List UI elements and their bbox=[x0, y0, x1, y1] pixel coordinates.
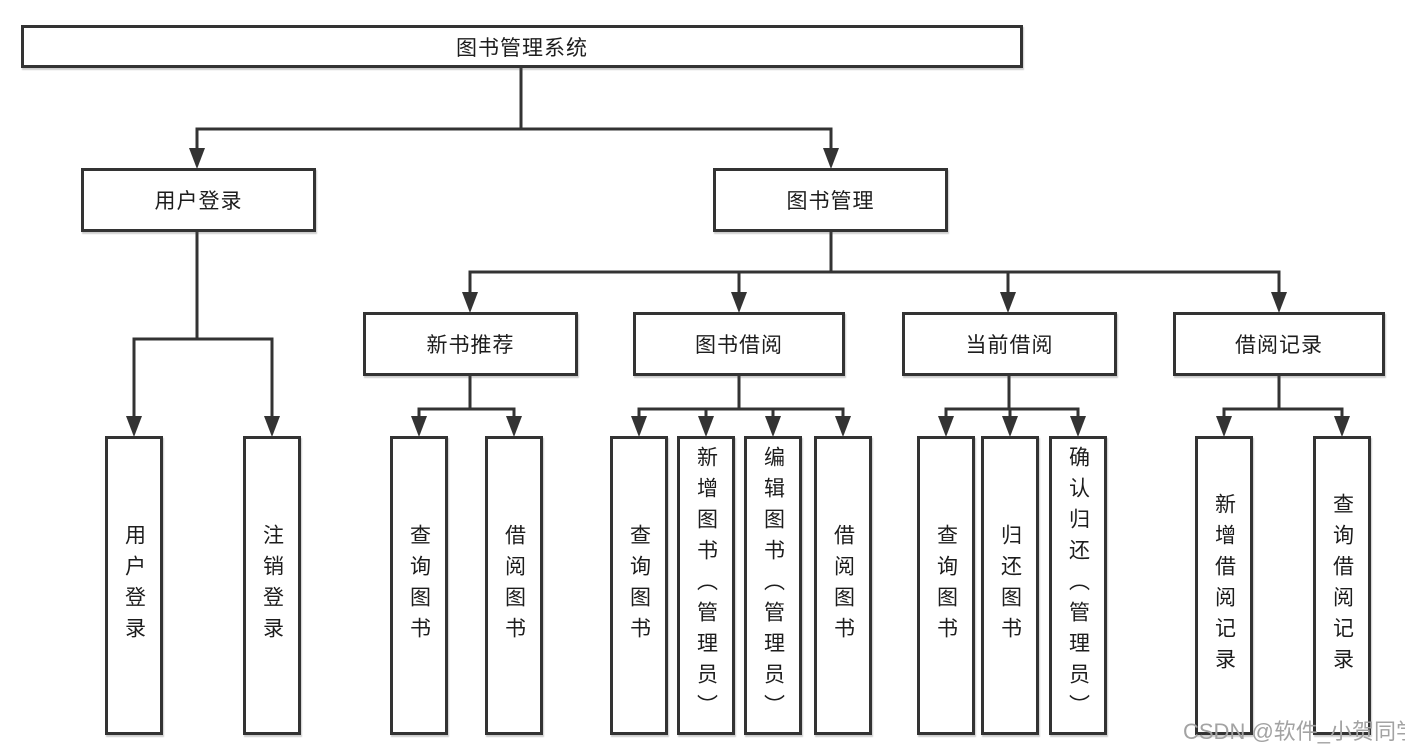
leaf-borrowing-edit-books-admin-label: 编辑图书（管理员） bbox=[761, 446, 785, 725]
leaf-newbook-borrow-books-label: 借阅图书 bbox=[502, 523, 526, 648]
leaf-records-add-record-label: 新增借阅记录 bbox=[1212, 492, 1236, 679]
leaf-current-return-books: 归还图书 bbox=[981, 436, 1039, 735]
node-root-label: 图书管理系统 bbox=[456, 36, 588, 60]
node-user-login-label: 用户登录 bbox=[154, 190, 243, 213]
leaf-current-return-books-label: 归还图书 bbox=[998, 523, 1022, 648]
leaf-current-query-books-label: 查询图书 bbox=[934, 523, 958, 648]
node-user-login: 用户登录 bbox=[81, 168, 316, 232]
leaf-borrowing-borrow-books-label: 借阅图书 bbox=[831, 523, 855, 648]
node-book-borrowing: 图书借阅 bbox=[633, 312, 845, 376]
node-new-book-recommend-label: 新书推荐 bbox=[426, 334, 515, 357]
leaf-logout-label: 注销登录 bbox=[260, 523, 284, 648]
leaf-current-confirm-return-admin: 确认归还（管理员） bbox=[1049, 436, 1107, 735]
leaf-records-add-record: 新增借阅记录 bbox=[1195, 436, 1253, 735]
leaf-newbook-query-books: 查询图书 bbox=[390, 436, 448, 735]
node-current-borrowing-label: 当前借阅 bbox=[965, 334, 1054, 357]
leaf-logout: 注销登录 bbox=[243, 436, 301, 735]
node-book-management: 图书管理 bbox=[713, 168, 948, 232]
node-book-borrowing-label: 图书借阅 bbox=[695, 334, 783, 357]
node-new-book-recommend: 新书推荐 bbox=[363, 312, 578, 376]
leaf-user-login: 用户登录 bbox=[105, 436, 163, 735]
node-root: 图书管理系统 bbox=[21, 25, 1023, 68]
leaf-borrowing-add-books-admin: 新增图书（管理员） bbox=[677, 436, 735, 735]
node-borrowing-records-label: 借阅记录 bbox=[1235, 334, 1323, 357]
leaf-user-login-label: 用户登录 bbox=[122, 523, 146, 648]
node-current-borrowing: 当前借阅 bbox=[902, 312, 1117, 376]
leaf-records-query-record-label: 查询借阅记录 bbox=[1330, 492, 1354, 679]
leaf-current-query-books: 查询图书 bbox=[917, 436, 975, 735]
leaf-borrowing-query-books: 查询图书 bbox=[610, 436, 668, 735]
leaf-borrowing-query-books-label: 查询图书 bbox=[627, 523, 651, 648]
leaf-borrowing-add-books-admin-label: 新增图书（管理员） bbox=[694, 446, 718, 725]
leaf-borrowing-edit-books-admin: 编辑图书（管理员） bbox=[744, 436, 802, 735]
leaf-newbook-query-books-label: 查询图书 bbox=[407, 523, 431, 648]
node-book-management-label: 图书管理 bbox=[786, 190, 875, 213]
leaf-records-query-record: 查询借阅记录 bbox=[1313, 436, 1371, 735]
node-borrowing-records: 借阅记录 bbox=[1173, 312, 1385, 376]
csdn-watermark: CSDN @软件_小贺同学 bbox=[1183, 719, 1405, 744]
leaf-newbook-borrow-books: 借阅图书 bbox=[485, 436, 543, 735]
leaf-current-confirm-return-admin-label: 确认归还（管理员） bbox=[1066, 446, 1090, 725]
leaf-borrowing-borrow-books: 借阅图书 bbox=[814, 436, 872, 735]
